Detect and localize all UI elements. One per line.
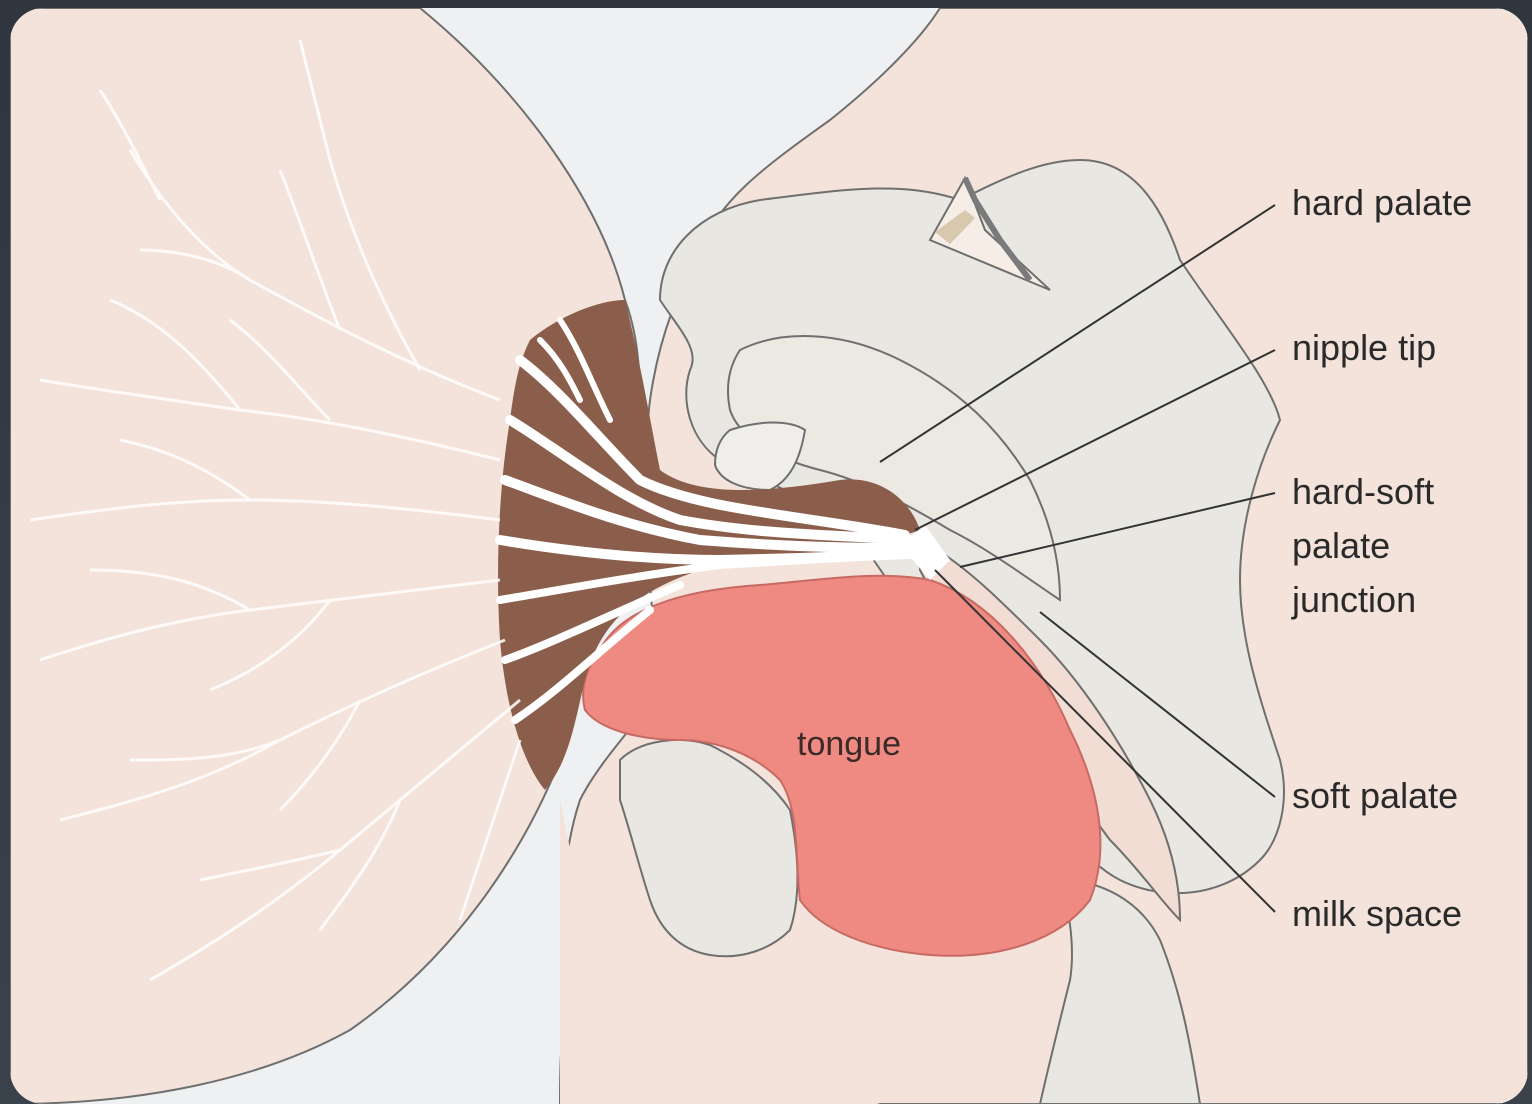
label-nipple-tip: nipple tip: [1292, 327, 1436, 368]
breastfeeding-anatomy-diagram: hard palate nipple tip hard-soft palate …: [10, 8, 1528, 1104]
label-hard-palate: hard palate: [1292, 182, 1472, 223]
label-tongue: tongue: [797, 725, 901, 763]
diagram-panel: hard palate nipple tip hard-soft palate …: [10, 8, 1528, 1104]
label-hard-soft-junction-line2: palate: [1292, 525, 1390, 566]
label-milk-space: milk space: [1292, 893, 1462, 934]
label-hard-soft-junction-line3: junction: [1291, 579, 1416, 620]
label-hard-soft-junction-line1: hard-soft: [1292, 471, 1434, 512]
label-soft-palate: soft palate: [1292, 775, 1458, 816]
